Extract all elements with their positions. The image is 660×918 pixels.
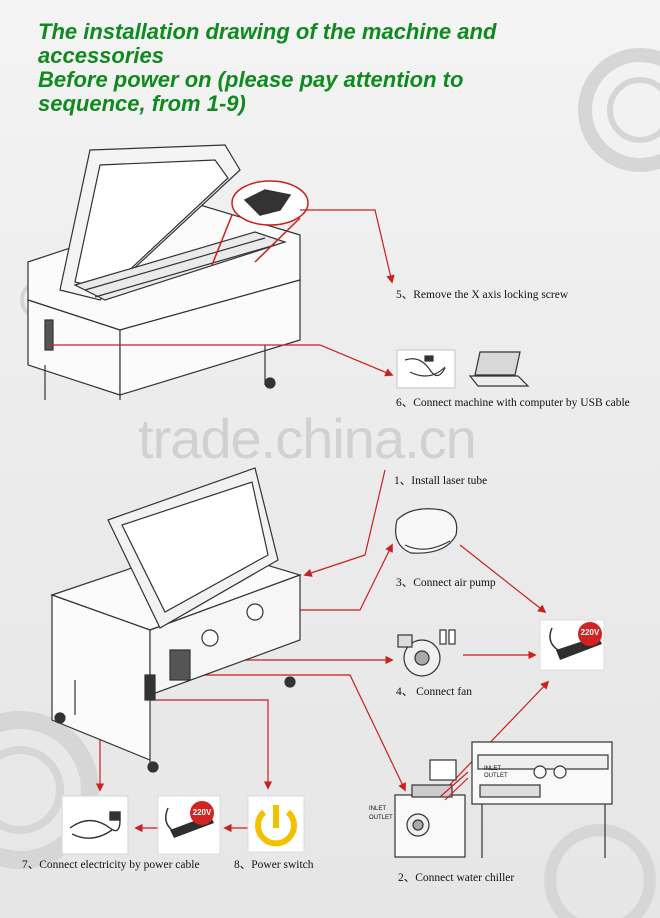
step-6-label: 6、Connect machine with computer by USB c…: [396, 397, 630, 409]
voltage-badge-right: 220V: [580, 628, 600, 637]
x-axis-screw-detail: [211, 180, 309, 266]
title-line-1: The installation drawing of the machine …: [38, 19, 497, 44]
step-4-label: 4、 Connect fan: [396, 686, 473, 698]
chiller-inlet-label: INLET: [369, 806, 387, 812]
step-2-label: 2、Connect water chiller: [398, 872, 515, 884]
title-line-3: Before power on (please pay attention to: [38, 67, 464, 92]
air-pump-icon: [395, 508, 458, 554]
title-line-4: sequence, from 1-9): [38, 91, 246, 116]
laser-machine-top: [27, 144, 301, 400]
rear-outlet-label: OUTLET: [484, 773, 508, 779]
title-line-2: accessories: [38, 43, 164, 68]
voltage-badge-bottom: 220V: [192, 808, 212, 817]
machine-rear-view: [439, 741, 613, 858]
water-chiller-icon: [394, 759, 466, 858]
laptop-icon: [468, 351, 530, 387]
chiller-outlet-label: OUTLET: [369, 815, 393, 821]
step-5-label: 5、Remove the X axis locking screw: [396, 289, 569, 301]
step-7-label: 7、Connect electricity by power cable: [22, 859, 200, 871]
power-strip-right-icon: [539, 619, 605, 671]
step-8-label: 8、Power switch: [234, 859, 314, 871]
power-cable-icon: [61, 795, 129, 855]
step-1-label: 1、Install laser tube: [394, 475, 488, 487]
fan-icon: [397, 629, 456, 677]
step-3-label: 3、Connect air pump: [396, 577, 496, 589]
page-title: The installation drawing of the machine …: [38, 20, 648, 116]
laser-machine-bottom: [50, 467, 302, 773]
watermark: trade.china.cn: [138, 407, 477, 470]
power-strip-bottom-icon: [157, 795, 221, 855]
usb-cable-icon: [396, 349, 456, 389]
rear-inlet-label: INLET: [484, 766, 502, 772]
power-switch-icon: [247, 795, 305, 853]
background-rings: [0, 48, 660, 918]
